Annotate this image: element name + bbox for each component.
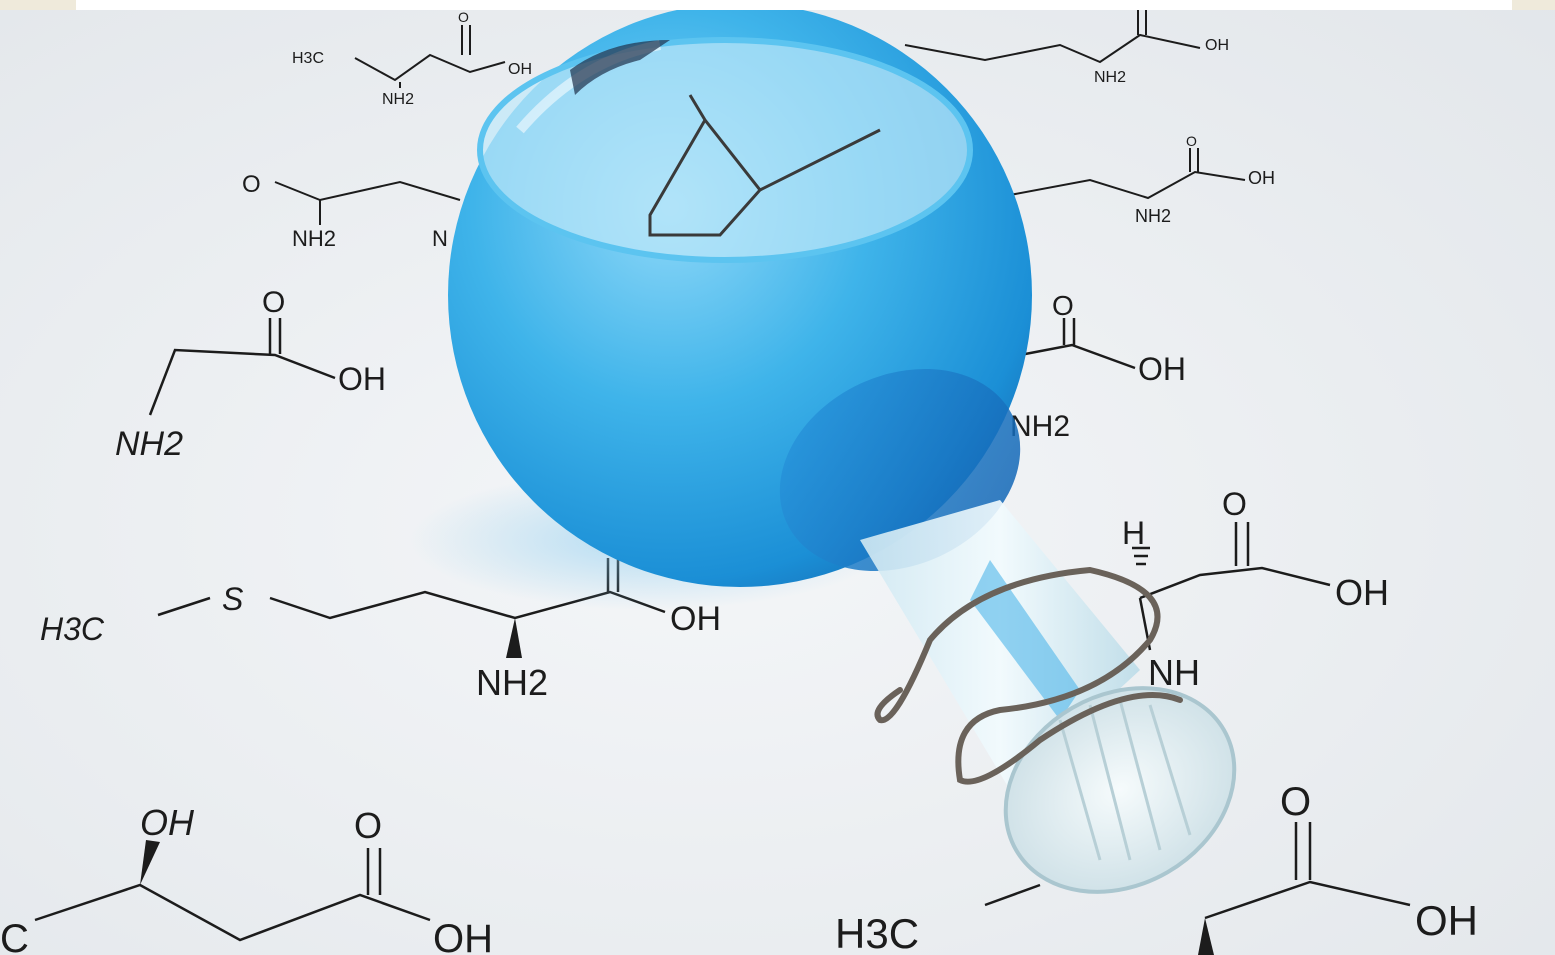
formula-8-label-a: H	[1122, 515, 1145, 551]
formula-4-label-a: NH2	[1135, 206, 1171, 226]
formula-10-label-b: O	[1280, 780, 1311, 824]
top-left-margin	[0, 0, 76, 10]
formula-1-label-a: H3C	[292, 50, 324, 67]
formula-6-label-c: NH2	[1010, 410, 1070, 443]
liquid-surface	[480, 40, 970, 260]
formula-2	[904, 10, 1201, 64]
formula-8-label-c: OH	[1335, 572, 1389, 613]
top-white-strip	[76, 0, 1512, 10]
formula-10-label-a: H3C	[835, 910, 919, 955]
formula-1	[354, 25, 506, 88]
formula-1-label-c: O	[458, 9, 469, 25]
formula-9-label-c: OH	[433, 917, 493, 955]
formula-2-label-a: NH2	[1094, 69, 1126, 86]
formula-1-label-b: NH2	[382, 91, 414, 108]
formula-5	[148, 318, 336, 416]
formula-8-label-d: NH	[1148, 652, 1200, 693]
formula-7-label-c: NH2	[476, 662, 548, 703]
stopper-ridges	[1058, 699, 1192, 861]
formula-4-label-b: O	[1186, 133, 1197, 149]
formula-3-label-a: O	[242, 171, 261, 198]
formula-2-label-c: OH	[1205, 37, 1229, 54]
formula-7-wedge	[506, 618, 522, 658]
stopper-cap	[1005, 688, 1235, 892]
flask	[448, 3, 1237, 894]
formula-3-label-c: N	[432, 226, 448, 251]
wire-clip	[874, 566, 1183, 785]
formula-10	[984, 822, 1411, 920]
liquid-surface-rim	[477, 37, 973, 263]
formula-1-label-d: OH	[508, 61, 532, 78]
stopper-cap-rim	[1003, 686, 1237, 894]
formula-9-wedge	[140, 840, 160, 885]
formula-9-label-b: O	[354, 805, 382, 846]
top-right-margin	[1512, 0, 1555, 10]
glass-dark-streak	[570, 40, 670, 95]
formula-9-label-a: OH	[140, 802, 195, 843]
formula-5-label-c: NH2	[115, 425, 183, 463]
neck-blue-streak	[970, 560, 1080, 720]
formula-4	[1009, 148, 1246, 200]
formula-6	[1019, 318, 1136, 370]
formula-9	[34, 848, 431, 942]
formula-5-label-a: O	[262, 286, 285, 319]
formula-8-label-b: O	[1222, 486, 1247, 522]
refracted-molecule	[648, 94, 881, 237]
formula-9-label-d: C	[0, 917, 29, 955]
formula-6-label-a: O	[1052, 290, 1074, 321]
formula-7-label-b: S	[222, 581, 243, 617]
formula-4-label-c: OH	[1248, 168, 1275, 188]
formula-5-label-b: OH	[338, 361, 386, 397]
formula-3-label-b: NH2	[292, 226, 336, 251]
formula-10-wedge	[1198, 918, 1214, 955]
formula-3	[274, 180, 461, 225]
formula-10-label-c: OH	[1415, 897, 1478, 944]
formula-7-label-a: H3C	[40, 611, 105, 647]
formula-6-label-b: OH	[1138, 351, 1186, 387]
